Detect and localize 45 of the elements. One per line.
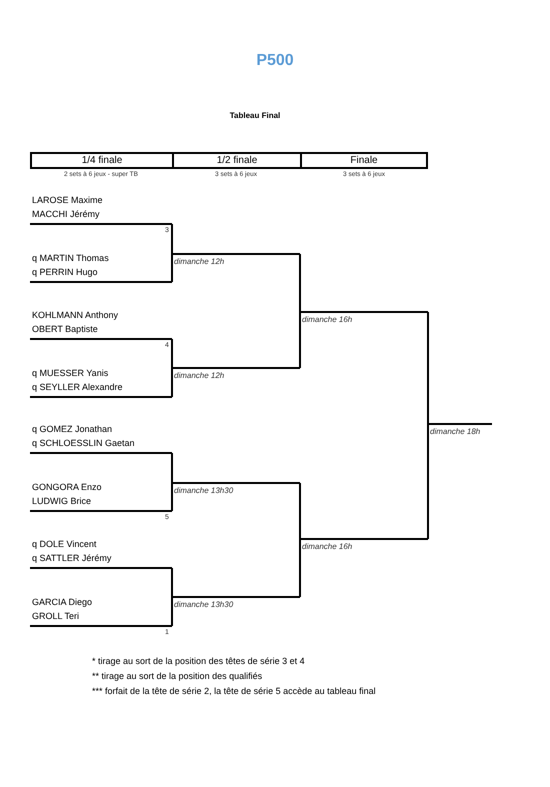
player-name: q SEYLLER Alexandre	[32, 382, 123, 393]
player-name: q MARTIN Thomas	[32, 253, 109, 264]
player-name: q MUESSER Yanis	[32, 368, 108, 379]
bracket-line	[171, 453, 173, 483]
player-name: KOHLMANN Anthony	[32, 310, 118, 321]
bracket-line	[171, 339, 173, 368]
bracket-line	[427, 312, 429, 424]
match-time: dimanche 12h	[174, 257, 224, 267]
match-time: dimanche 16h	[302, 315, 352, 325]
player-name: OBERT Baptiste	[32, 324, 98, 335]
table-header-cell: 1/2 finale	[172, 152, 302, 169]
bracket-line	[171, 568, 173, 597]
player-name: q DOLE Vincent	[32, 539, 96, 550]
bracket-line	[171, 224, 173, 254]
player-name: GONGORA Enzo	[32, 482, 102, 493]
player-name: q PERRIN Hugo	[32, 267, 98, 278]
bracket-line	[171, 368, 173, 397]
bracket-line	[171, 483, 173, 511]
player-name: q SCHLOESSLIN Gaetan	[32, 438, 135, 449]
player-name: LAROSE Maxime	[32, 195, 103, 206]
bracket-line	[299, 539, 301, 597]
table-header-cell: 1/4 finale	[30, 152, 174, 169]
match-time: dimanche 13h30	[174, 600, 234, 610]
table-header-cell: Finale	[300, 152, 428, 169]
bracket-line	[299, 312, 301, 368]
bracket-line	[427, 424, 429, 539]
footnote: *** forfait de la tête de série 2, la tête de série 5 accède au tableau final	[92, 686, 376, 696]
match-time: dimanche 13h30	[174, 486, 234, 496]
match-time: dimanche 12h	[174, 371, 224, 381]
footnote: * tirage au sort de la position des têtes de série 3 et 4	[92, 656, 305, 666]
player-name: GARCIA Diego	[32, 597, 92, 608]
bracket-line	[299, 254, 301, 312]
bracket-line	[299, 483, 301, 539]
player-name: q SATTLER Jérémy	[32, 553, 112, 564]
match-time: dimanche 18h	[430, 427, 480, 437]
player-name: q GOMEZ Jonathan	[32, 424, 112, 435]
bracket-line	[171, 597, 173, 626]
bracket-line	[171, 254, 173, 282]
subtitle: Tableau Final	[228, 111, 282, 120]
title: P500	[255, 52, 295, 70]
player-name: GROLL Teri	[32, 611, 80, 622]
player-name: LUDWIG Brice	[32, 496, 92, 507]
match-time: dimanche 16h	[302, 542, 352, 552]
player-name: MACCHI Jérémy	[32, 209, 100, 220]
footnote: ** tirage au sort de la position des qualifiés	[92, 671, 262, 681]
